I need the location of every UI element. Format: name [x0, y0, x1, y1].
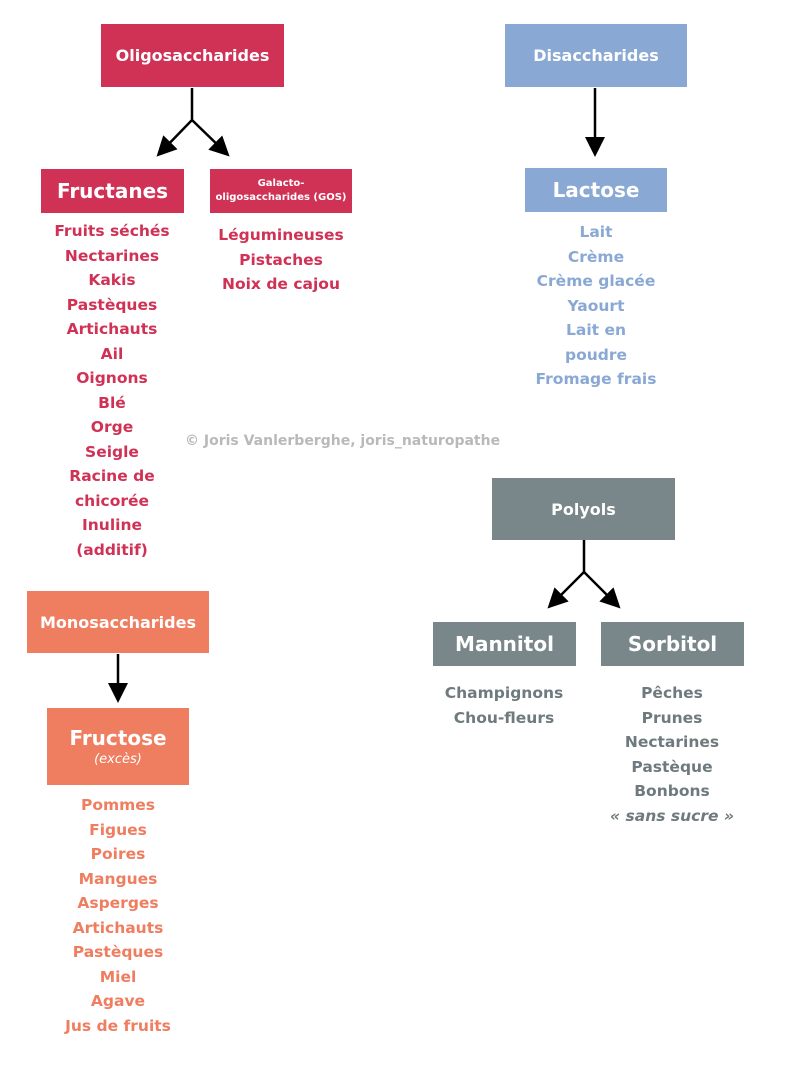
list-item: Yaourt: [567, 296, 625, 315]
list-item: Pêches: [641, 684, 703, 702]
monosaccharides-box: Monosaccharides: [27, 591, 209, 653]
list-item: Noix de cajou: [222, 275, 340, 293]
list-item: Blé: [98, 393, 126, 412]
list-item: Figues: [89, 820, 147, 839]
list-item: Asperges: [77, 894, 159, 912]
list-item: Pastèques: [72, 943, 164, 961]
list-item: Lait en: [565, 321, 627, 339]
list-item: Prunes: [641, 708, 703, 727]
gos-label-1: Galacto-: [257, 178, 305, 189]
list-item: Artichauts: [66, 320, 158, 338]
list-item: Agave: [90, 992, 146, 1010]
list-item: Bonbons: [634, 782, 710, 800]
fructanes-box: Fructanes: [41, 169, 184, 213]
list-item: Crème: [567, 247, 625, 266]
list-item: Kakis: [88, 271, 136, 289]
list-item: Pommes: [80, 796, 156, 814]
list-item: Nectarines: [64, 246, 160, 265]
list-item: Lait: [579, 223, 613, 241]
list-item: Légumineuses: [218, 226, 344, 244]
list-item: chicorée: [74, 491, 150, 510]
list-item: poudre: [564, 345, 628, 364]
list-item: Nectarines: [624, 733, 720, 751]
sorbitol-box: Sorbitol: [601, 622, 744, 666]
sorbitol-label: Sorbitol: [627, 632, 718, 656]
fructanes-label: Fructanes: [56, 179, 169, 203]
mannitol-box: Mannitol: [433, 622, 576, 666]
gos-label-2: oligosaccharides (GOS): [215, 192, 347, 203]
list-item: Oignons: [76, 369, 148, 387]
list-item: Jus de fruits: [65, 1016, 171, 1035]
gos-box: Galacto-oligosaccharides (GOS): [210, 169, 352, 213]
mannitol-label: Mannitol: [455, 632, 554, 656]
list-item: Champignons: [444, 684, 564, 702]
list-item: Mangues: [78, 869, 158, 888]
list-item: Racine de: [69, 467, 155, 485]
lactose-label: Lactose: [552, 178, 640, 202]
list-item: Inuline: [81, 516, 143, 534]
list-item: Artichauts: [72, 918, 164, 937]
list-item: Ail: [100, 344, 124, 363]
watermark: © Joris Vanlerberghe, joris_naturopathe: [185, 433, 501, 449]
disaccharides-box: Disaccharides: [505, 24, 687, 87]
list-item: Fruits séchés: [54, 222, 170, 240]
list-item: Seigle: [85, 442, 139, 461]
oligosaccharides-label: Oligosaccharides: [115, 46, 270, 65]
fructose-subtitle: (excès): [94, 752, 142, 767]
list-item: Pastèques: [66, 295, 158, 314]
disaccharides-label: Disaccharides: [533, 46, 659, 65]
monosaccharides-label: Monosaccharides: [40, 612, 196, 632]
list-item: Poires: [90, 845, 146, 863]
fructose-label: Fructose: [69, 726, 167, 750]
list-item: Crème glacée: [536, 272, 656, 290]
list-item: Fromage frais: [535, 370, 657, 388]
polyols-box: Polyols: [492, 478, 675, 540]
polyols-label: Polyols: [551, 499, 616, 519]
list-item: Chou-fleurs: [453, 708, 555, 727]
oligosaccharides-box: Oligosaccharides: [101, 24, 284, 87]
sorbitol-note: « sans sucre »: [610, 806, 734, 825]
list-item: (additif): [76, 540, 148, 559]
list-item: Pistaches: [239, 250, 323, 269]
lactose-box: Lactose: [525, 168, 667, 212]
list-item: Miel: [99, 967, 137, 986]
list-item: Orge: [90, 418, 134, 436]
fructose-box: Fructose (excès): [47, 708, 189, 785]
list-item: Pastèque: [631, 757, 713, 776]
